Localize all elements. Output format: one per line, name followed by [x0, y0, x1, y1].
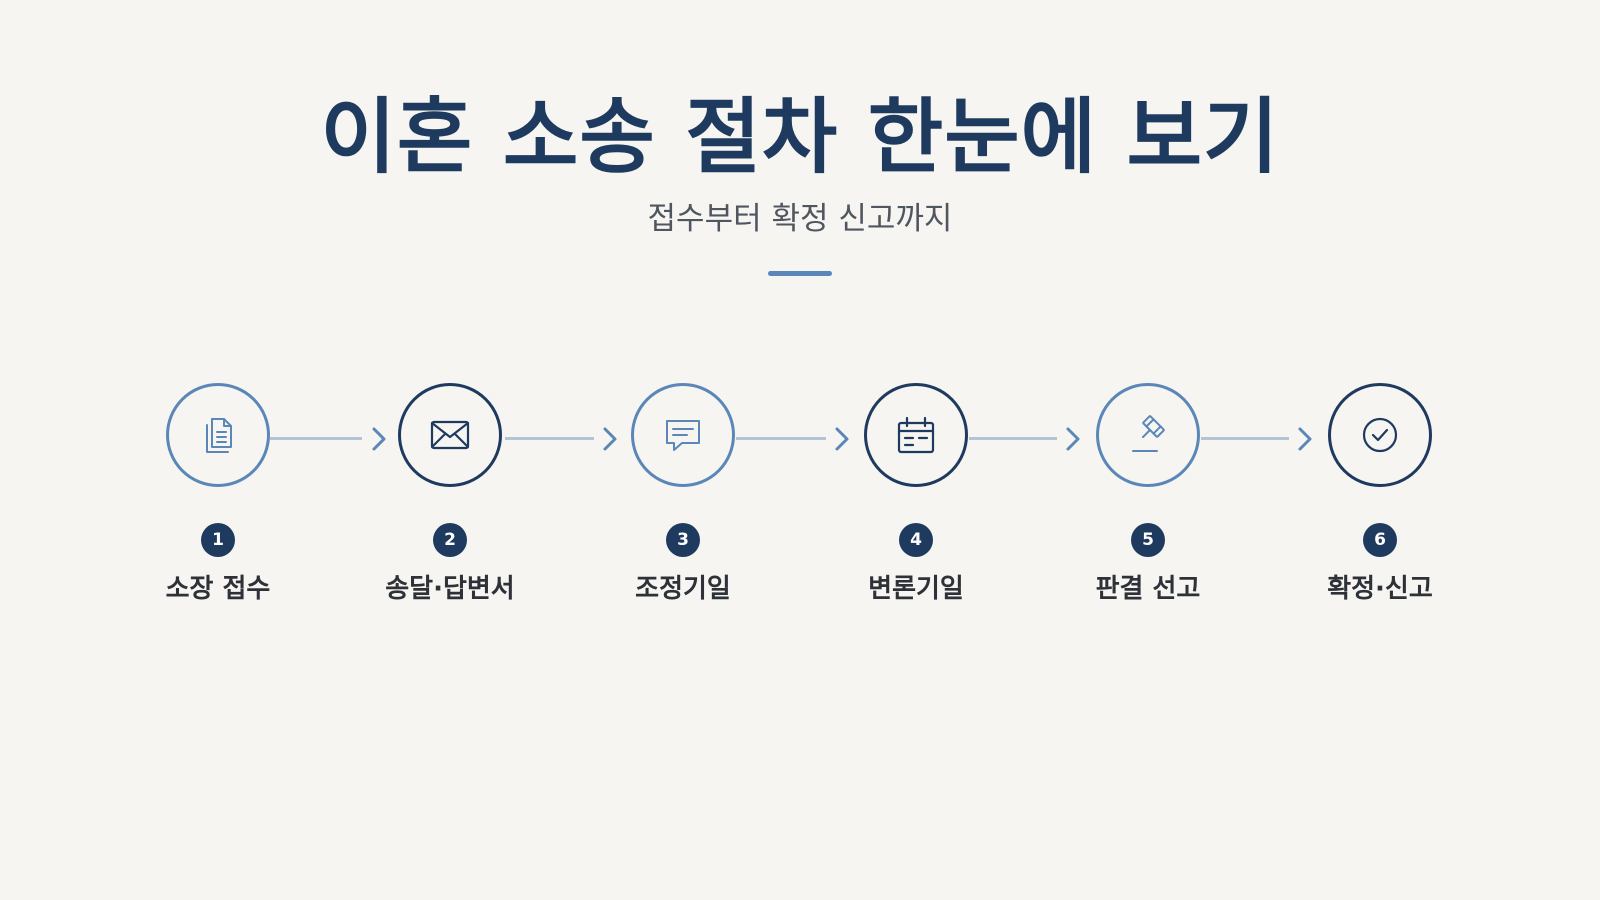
- chevron-right-icon: [1298, 427, 1312, 451]
- page-subtitle: 접수부터 확정 신고까지: [647, 201, 953, 237]
- calendar-icon: [897, 416, 935, 454]
- step-2-circle: [398, 383, 502, 487]
- step-1-circle: [166, 383, 270, 487]
- step-6-label: 확정·신고: [1327, 574, 1433, 604]
- step-5-label: 판결 선고: [1095, 574, 1201, 604]
- step-2-label: 송달·답변서: [385, 574, 515, 604]
- step-1-label: 소장 접수: [165, 574, 271, 604]
- step-3-number-badge: 3: [666, 523, 700, 557]
- chevron-right-icon: [372, 427, 386, 451]
- check-circle-icon: [1362, 417, 1398, 453]
- chevron-right-icon: [835, 427, 849, 451]
- connector-line-2-3: [505, 437, 594, 440]
- connector-line-5-6: [1201, 437, 1289, 440]
- step-4-label: 변론기일: [868, 574, 964, 604]
- page-title: 이혼 소송 절차 한눈에 보기: [320, 90, 1280, 185]
- step-6-number-badge: 6: [1363, 523, 1397, 557]
- step-3-circle: [631, 383, 735, 487]
- step-2-number-badge: 2: [433, 523, 467, 557]
- step-4-circle: [864, 383, 968, 487]
- step-5-number-badge: 5: [1131, 523, 1165, 557]
- chat-bubble-icon: [666, 420, 700, 451]
- document-icon: [206, 418, 232, 453]
- chevron-right-icon: [603, 427, 617, 451]
- chevron-right-icon: [1066, 427, 1080, 451]
- connector-line-3-4: [736, 437, 826, 440]
- step-1-number-badge: 1: [201, 523, 235, 557]
- step-4-number-badge: 4: [899, 523, 933, 557]
- step-5-circle: [1096, 383, 1200, 487]
- connector-line-1-2: [270, 437, 362, 440]
- step-6-circle: [1328, 383, 1432, 487]
- step-3-label: 조정기일: [635, 574, 731, 604]
- title-divider: [768, 271, 832, 276]
- gavel-icon: [1132, 415, 1165, 452]
- envelope-icon: [430, 420, 470, 450]
- connector-line-4-5: [969, 437, 1057, 440]
